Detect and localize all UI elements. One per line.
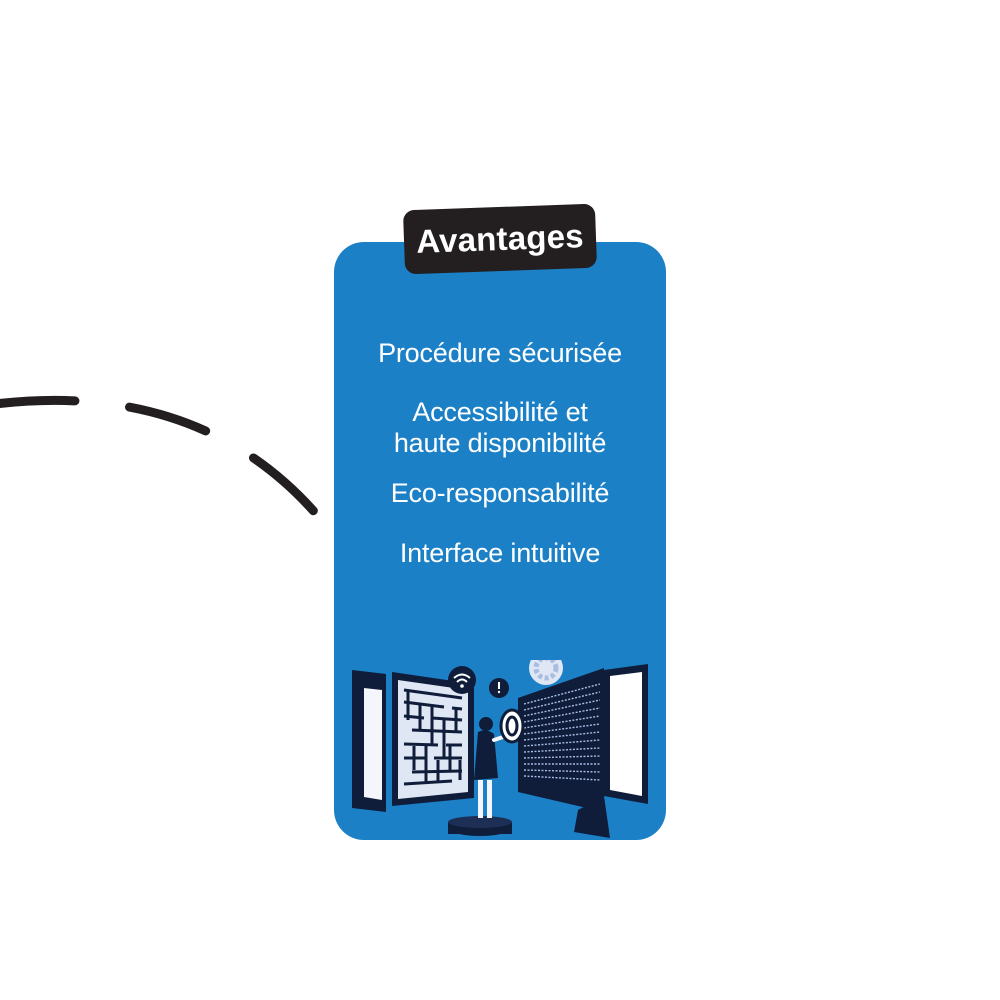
badge-title: Avantages <box>415 217 585 260</box>
left-panel <box>352 670 386 812</box>
feature-item-eco-responsibility: Eco-responsabilité <box>390 478 610 508</box>
magnifier-icon <box>499 708 525 744</box>
feature-list: Procédure sécurisée Accessibilité et hau… <box>334 338 666 569</box>
gear-icon <box>529 660 563 685</box>
feature-item-secure-procedure: Procédure sécurisée <box>378 338 622 368</box>
binary-code-screen <box>518 668 604 812</box>
security-illustration <box>352 660 648 838</box>
feature-item-accessibility: Accessibilité et haute disponibilité <box>393 397 607 458</box>
wifi-icon <box>448 666 476 694</box>
alert-icon <box>489 678 509 698</box>
monitor <box>574 664 648 838</box>
feature-item-intuitive-interface: Interface intuitive <box>399 538 601 568</box>
maze-panel <box>392 672 474 806</box>
person-figure <box>474 717 508 818</box>
advantages-badge: Avantages <box>402 203 598 275</box>
advantages-card: Procédure sécurisée Accessibilité et hau… <box>334 242 666 840</box>
